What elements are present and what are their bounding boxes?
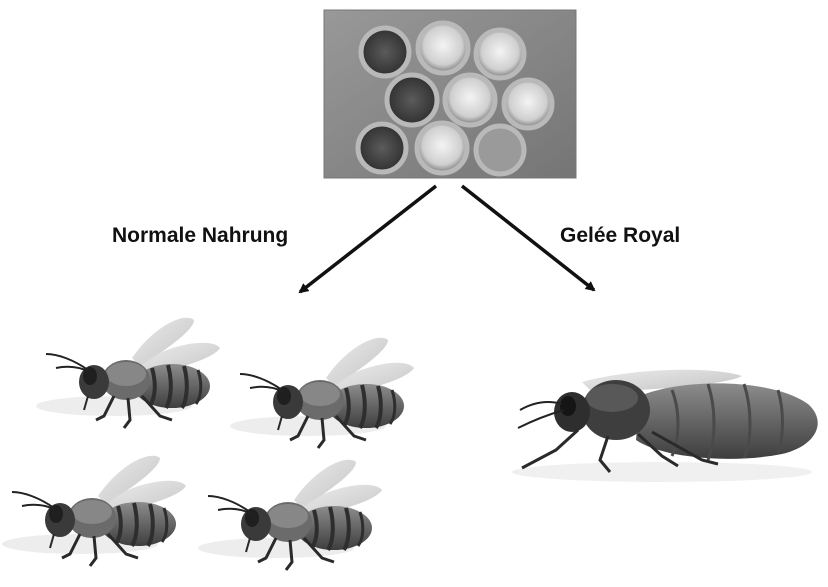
worker-bee bbox=[36, 318, 220, 428]
worker-bee bbox=[198, 460, 382, 570]
arrow-left bbox=[300, 186, 436, 292]
worker-bees-group bbox=[2, 318, 414, 570]
queen-bee bbox=[512, 370, 818, 482]
branch-label-normal-food: Normale Nahrung bbox=[112, 224, 288, 248]
worker-bee bbox=[230, 338, 414, 448]
branch-label-royal-jelly: Gelée Royal bbox=[560, 224, 680, 248]
honeycomb-image bbox=[324, 10, 576, 178]
worker-bee bbox=[2, 456, 186, 566]
